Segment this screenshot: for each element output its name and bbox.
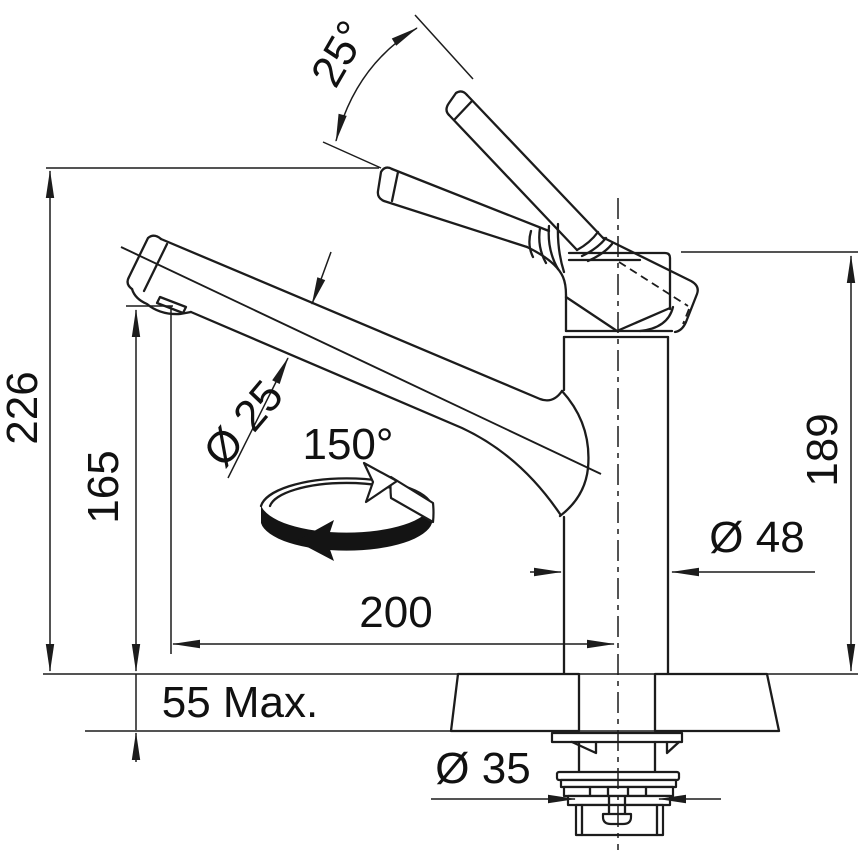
aerator-notch [155,295,188,315]
mounting-hardware [550,731,684,837]
handle-rest-bottom-edge [382,199,529,249]
nut-chamfers [580,803,659,837]
handle-rest-tip [376,166,394,203]
label-swivel-range: 150° [302,420,393,469]
stud-screw-head [601,812,633,826]
label-outlet-height: 165 [79,450,128,523]
handle-raised-tip [445,90,469,117]
worktop-left-block [449,672,581,733]
swivel-band-black [261,505,432,551]
swivel-arrow-cw [362,461,399,504]
cap-ridges-rest [528,222,566,274]
wedge-right [665,740,681,755]
castellated-slots [588,785,648,798]
spout-tip-cap-inner [142,242,169,293]
dimension-labels: 25° 226 165 Ø 25 150° 200 Ø 48 189 55 Ma… [0,13,847,793]
label-spout-diameter: Ø 25 [194,371,293,476]
spout-top-edge [159,237,564,402]
ext-line-handle-raised [414,14,474,80]
faucet-outline [120,90,699,675]
tilted-cap-hidden [618,261,690,325]
threaded-shank [577,740,657,774]
swivel-band-white-segment [389,475,435,524]
swivel-arrow-ccw [296,520,334,561]
spout-bottom-edge [189,310,562,516]
ext-line-handle-rest [322,141,382,169]
cap-ridges-raised [575,230,614,263]
label-handle-angle: 25° [302,13,378,95]
label-body-diameter: Ø 48 [709,513,804,562]
handle-raised-bottom-edge [447,113,579,252]
label-spout-reach: 200 [359,588,432,637]
spout-contour-line [120,246,602,475]
worktop-right-block [653,672,781,733]
worktop-section [449,672,781,733]
dim-line-25-lower [227,357,289,479]
label-body-height: 189 [798,413,847,486]
head-ball-arc [638,305,675,333]
handle-raised-top-edge [465,93,606,241]
spout-boss-bulge [558,389,590,518]
swivel-rotation-icon [259,461,435,561]
arc-25deg [335,27,418,142]
tilted-cap [602,236,699,334]
handle-rest-top-edge [390,167,551,233]
wedge-left [570,740,598,755]
aerator-outlet [130,287,193,316]
label-overall-height: 226 [0,371,47,444]
handle-raised-tip-inner [453,99,474,121]
label-worktop-thickness: 55 Max. [162,678,319,727]
head-facet-v [564,295,672,333]
spout-tip-cap [126,234,163,291]
swivel-rim-outer [259,477,434,508]
dimension-lines [43,14,858,804]
lock-collar [566,794,672,807]
dim-line-25-upper [311,251,332,305]
base-plate [550,731,684,744]
head-top-face [567,251,672,311]
fixing-stud [607,794,627,816]
handle-rest-tip-inner [390,170,400,203]
label-hole-diameter: Ø 35 [435,744,530,793]
